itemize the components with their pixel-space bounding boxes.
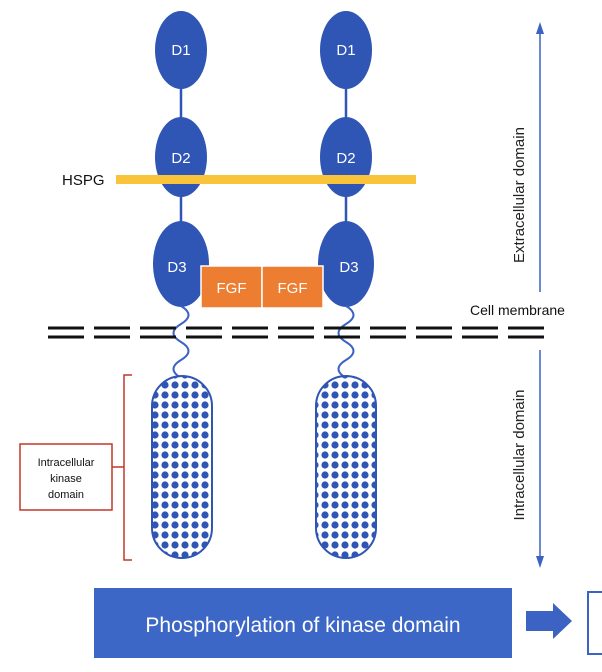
- intracellular-arrow: [536, 350, 544, 568]
- hspg-label: HSPG: [62, 172, 105, 189]
- d3-domain: [318, 221, 374, 307]
- transmembrane-helix: [337, 305, 355, 379]
- cell-membrane: [48, 326, 548, 339]
- fgf-label-right: FGF: [278, 280, 308, 297]
- d1-domain: [155, 11, 207, 89]
- d3-label: D3: [339, 259, 358, 276]
- kinase-bracket: [123, 374, 132, 561]
- d3-domain: [153, 221, 209, 307]
- kinase-domain: [315, 375, 377, 559]
- d1-label: D1: [171, 42, 190, 59]
- extracellular-domain-label: Extracellular domain: [511, 127, 528, 263]
- fgf-label-left: FGF: [217, 280, 247, 297]
- extracellular-arrow: [536, 22, 544, 292]
- intracellular-kinase-box: [19, 443, 113, 511]
- phosphorylation-box: [94, 588, 512, 658]
- cell-membrane-label: Cell membrane: [470, 302, 565, 318]
- d3-label: D3: [167, 259, 186, 276]
- transmembrane-helix: [172, 305, 190, 379]
- fgf-box-left: [200, 265, 263, 309]
- kinase-domain: [151, 375, 213, 559]
- d1-label: D1: [336, 42, 355, 59]
- d1-domain: [320, 11, 372, 89]
- kinase-box-line1: Intracellular: [38, 457, 95, 469]
- receptor-left: D1 D2 D3: [151, 11, 213, 559]
- kinase-box-line2: kinase: [50, 473, 82, 485]
- arrow-right-icon: [526, 603, 572, 639]
- phosphorylation-label: Phosphorylation of kinase domain: [145, 614, 460, 637]
- kinase-box-line3: domain: [48, 489, 84, 501]
- hspg-bar: [116, 175, 416, 184]
- d2-label: D2: [171, 150, 190, 167]
- fgf-box-right: [261, 265, 324, 309]
- next-step-box-edge: [587, 591, 602, 655]
- receptor-right: D1 D2 D3: [315, 11, 377, 559]
- d2-label: D2: [336, 150, 355, 167]
- fgf-ligands: FGF FGF: [200, 265, 324, 309]
- intracellular-domain-label: Intracellular domain: [511, 390, 528, 521]
